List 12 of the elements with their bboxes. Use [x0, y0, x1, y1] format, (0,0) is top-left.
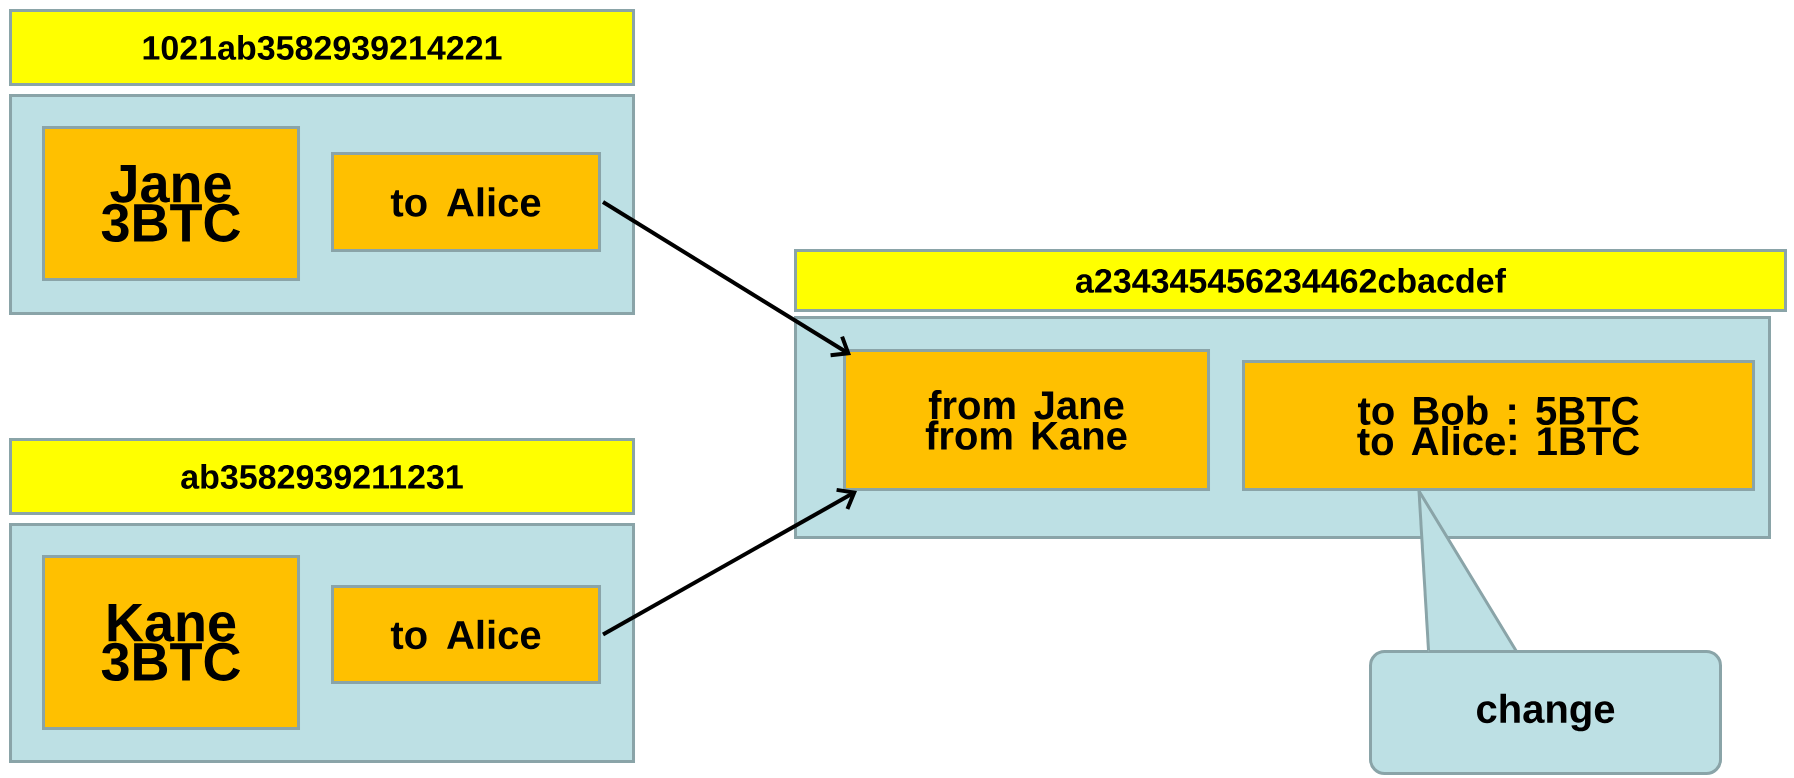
header-bar: ab3582939211231 — [9, 438, 635, 515]
content-box: to Bob : 5BTC to Alice: 1BTC — [1242, 360, 1755, 491]
arrow — [602, 487, 857, 637]
content-box: Kane 3BTC — [42, 555, 300, 730]
content-box: from Jane from Kane — [843, 349, 1210, 491]
arrow — [601, 200, 851, 358]
header-bar: 1021ab3582939214221 — [9, 9, 635, 86]
content-box: to Alice — [331, 152, 601, 252]
header-bar: a234345456234462cbacdef — [794, 249, 1787, 312]
content-box: Jane 3BTC — [42, 126, 300, 281]
content-box: to Alice — [331, 585, 601, 684]
leader-line — [1417, 490, 1430, 651]
